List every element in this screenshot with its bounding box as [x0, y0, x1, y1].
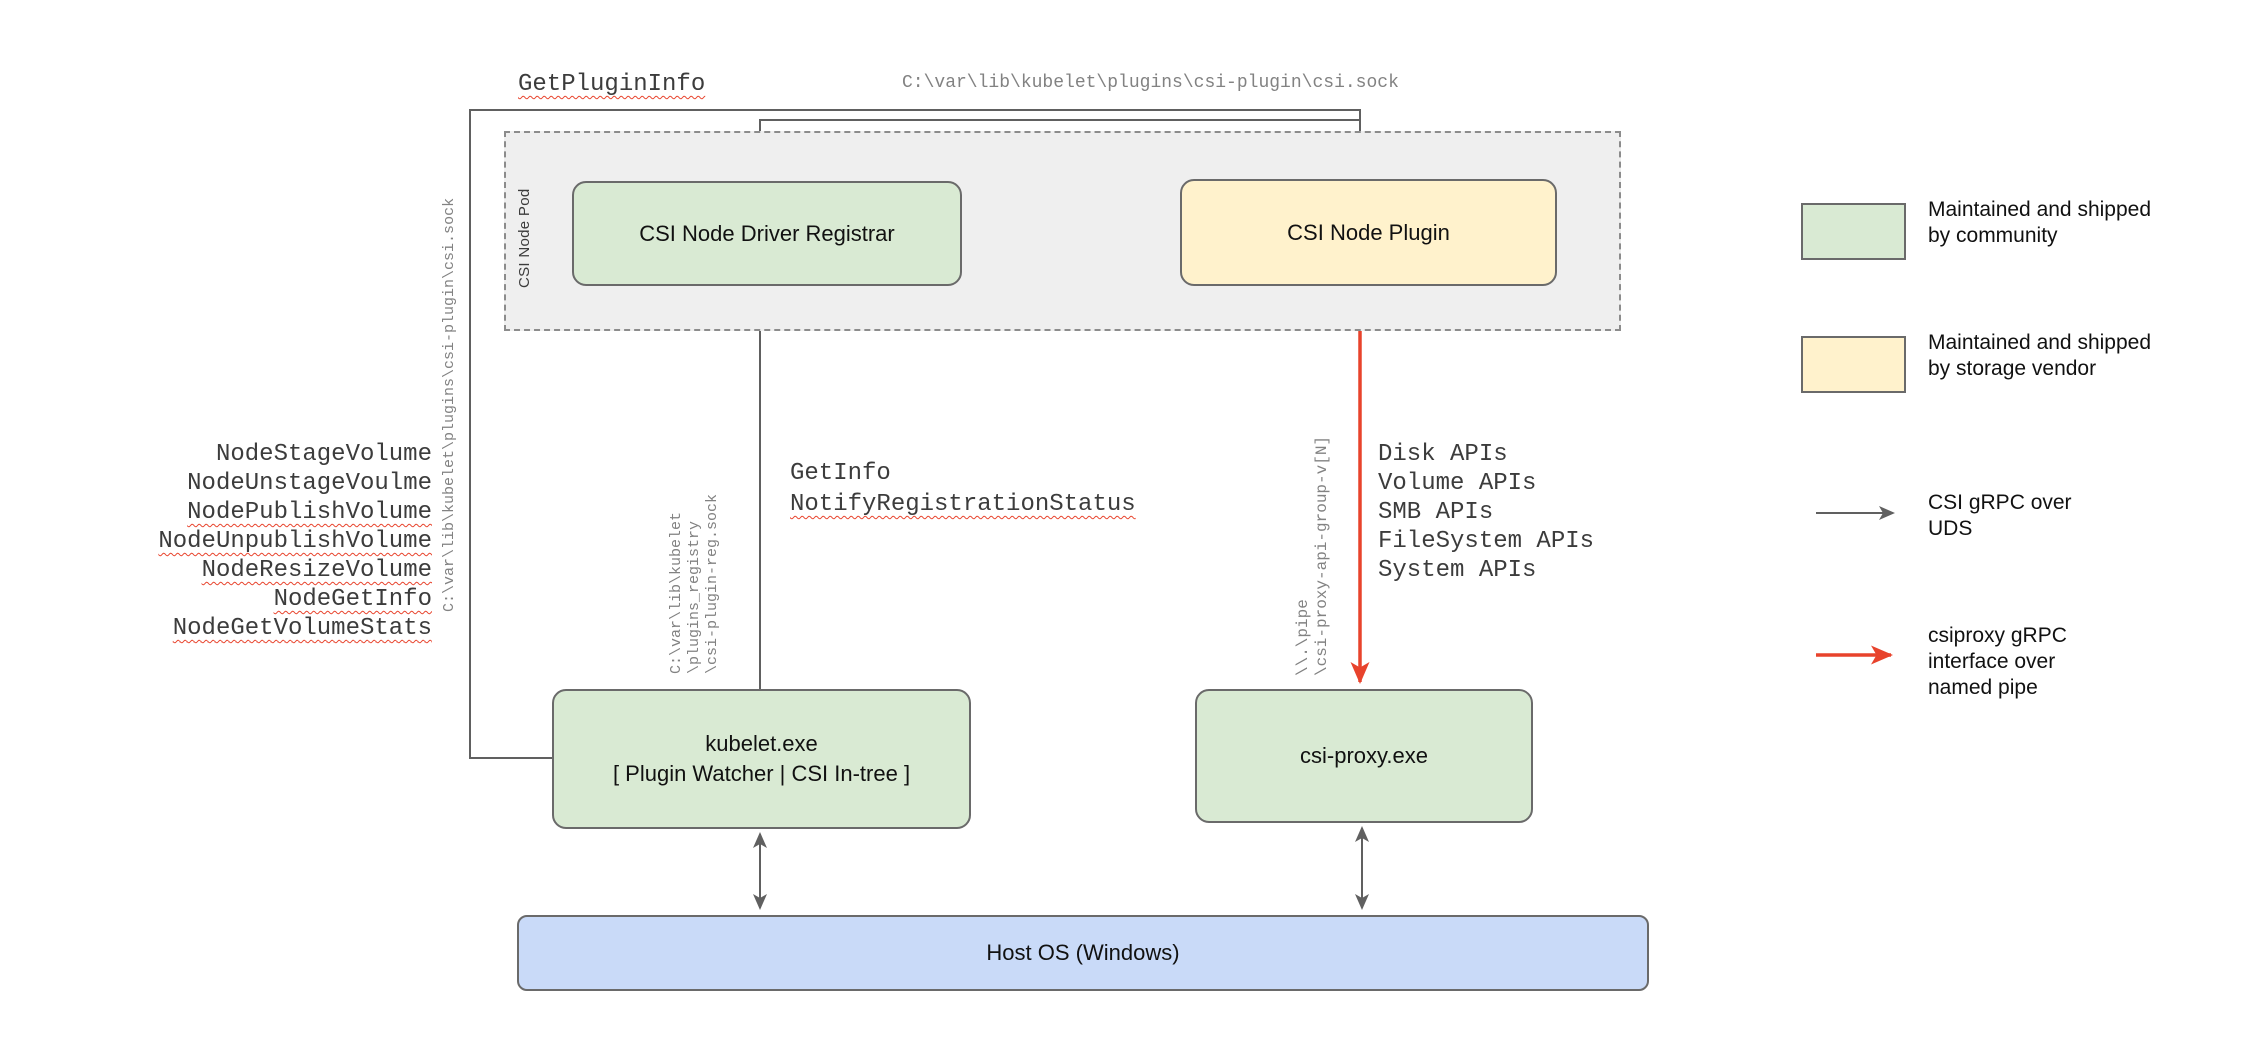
node-call-item: NodePublishVolume	[187, 499, 432, 526]
legend-vendor-text: Maintained and shipped by storage vendor	[1928, 331, 2152, 380]
node-call-item: NodeGetVolumeStats	[172, 615, 432, 642]
csi-node-driver-registrar-box: CSI Node Driver Registrar	[572, 181, 962, 286]
api-item: FileSystem APIs	[1378, 528, 1595, 555]
node-call-item: NodeUnpublishVolume	[158, 528, 432, 555]
get-plugin-info-label: GetPluginInfo	[518, 71, 706, 98]
kubelet-title: kubelet.exe	[705, 731, 818, 756]
csi-node-plugin-label: CSI Node Plugin	[1287, 219, 1450, 245]
node-service-calls-list: NodeStageVolume NodeUnstageVoulme NodePu…	[100, 440, 432, 643]
registry-socket-path-label: C:\var\lib\kubelet \plugins_registry \cs…	[668, 493, 721, 674]
legend-community-swatch	[1801, 203, 1906, 260]
legend-community-text: Maintained and shipped by community	[1928, 198, 2152, 247]
kubelet-subtitle: [ Plugin Watcher | CSI In-tree ]	[612, 761, 911, 786]
api-item: Volume APIs	[1378, 470, 1537, 497]
notify-registration-status-label: NotifyRegistrationStatus	[790, 491, 1136, 518]
top-csi-sock-path-label: C:\var\lib\kubelet\plugins\csi-plugin\cs…	[902, 73, 1399, 93]
node-call-item: NodeResizeVolume	[201, 557, 432, 584]
api-item: SMB APIs	[1378, 499, 1494, 526]
host-os-label: Host OS (Windows)	[986, 940, 1180, 965]
csi-proxy-box: csi-proxy.exe	[1195, 689, 1533, 823]
legend-uds-text: CSI gRPC over UDS	[1928, 491, 2072, 540]
node-call-item: NodeStageVolume	[215, 441, 432, 468]
csi-proxy-api-list: Disk APIs Volume APIs SMB APIs FileSyste…	[1378, 440, 1594, 585]
api-item: Disk APIs	[1378, 441, 1508, 468]
get-info-label: GetInfo	[790, 460, 891, 487]
registration-calls: GetInfo NotifyRegistrationStatus	[790, 458, 1136, 520]
kubelet-box: kubelet.exe [ Plugin Watcher | CSI In-tr…	[552, 689, 971, 829]
host-os-box: Host OS (Windows)	[517, 915, 1649, 991]
api-item: System APIs	[1378, 557, 1537, 584]
csi-node-driver-registrar-label: CSI Node Driver Registrar	[639, 220, 895, 246]
node-call-item: NodeGetInfo	[273, 586, 432, 613]
named-pipe-path-label: \\.\pipe \csi-proxy-api-group-v[N]	[1294, 435, 1331, 676]
legend-pipe-text: csiproxy gRPC interface over named pipe	[1928, 624, 2067, 699]
csi-node-plugin-box: CSI Node Plugin	[1180, 179, 1557, 286]
node-call-item: NodeUnstageVoulme	[187, 470, 432, 497]
csi-proxy-label: csi-proxy.exe	[1300, 743, 1428, 768]
csi-node-pod-label: CSI Node Pod	[516, 188, 533, 289]
left-csi-sock-path-label: C:\var\lib\kubelet\plugins\csi-plugin\cs…	[441, 197, 458, 612]
legend-vendor-swatch	[1801, 336, 1906, 393]
